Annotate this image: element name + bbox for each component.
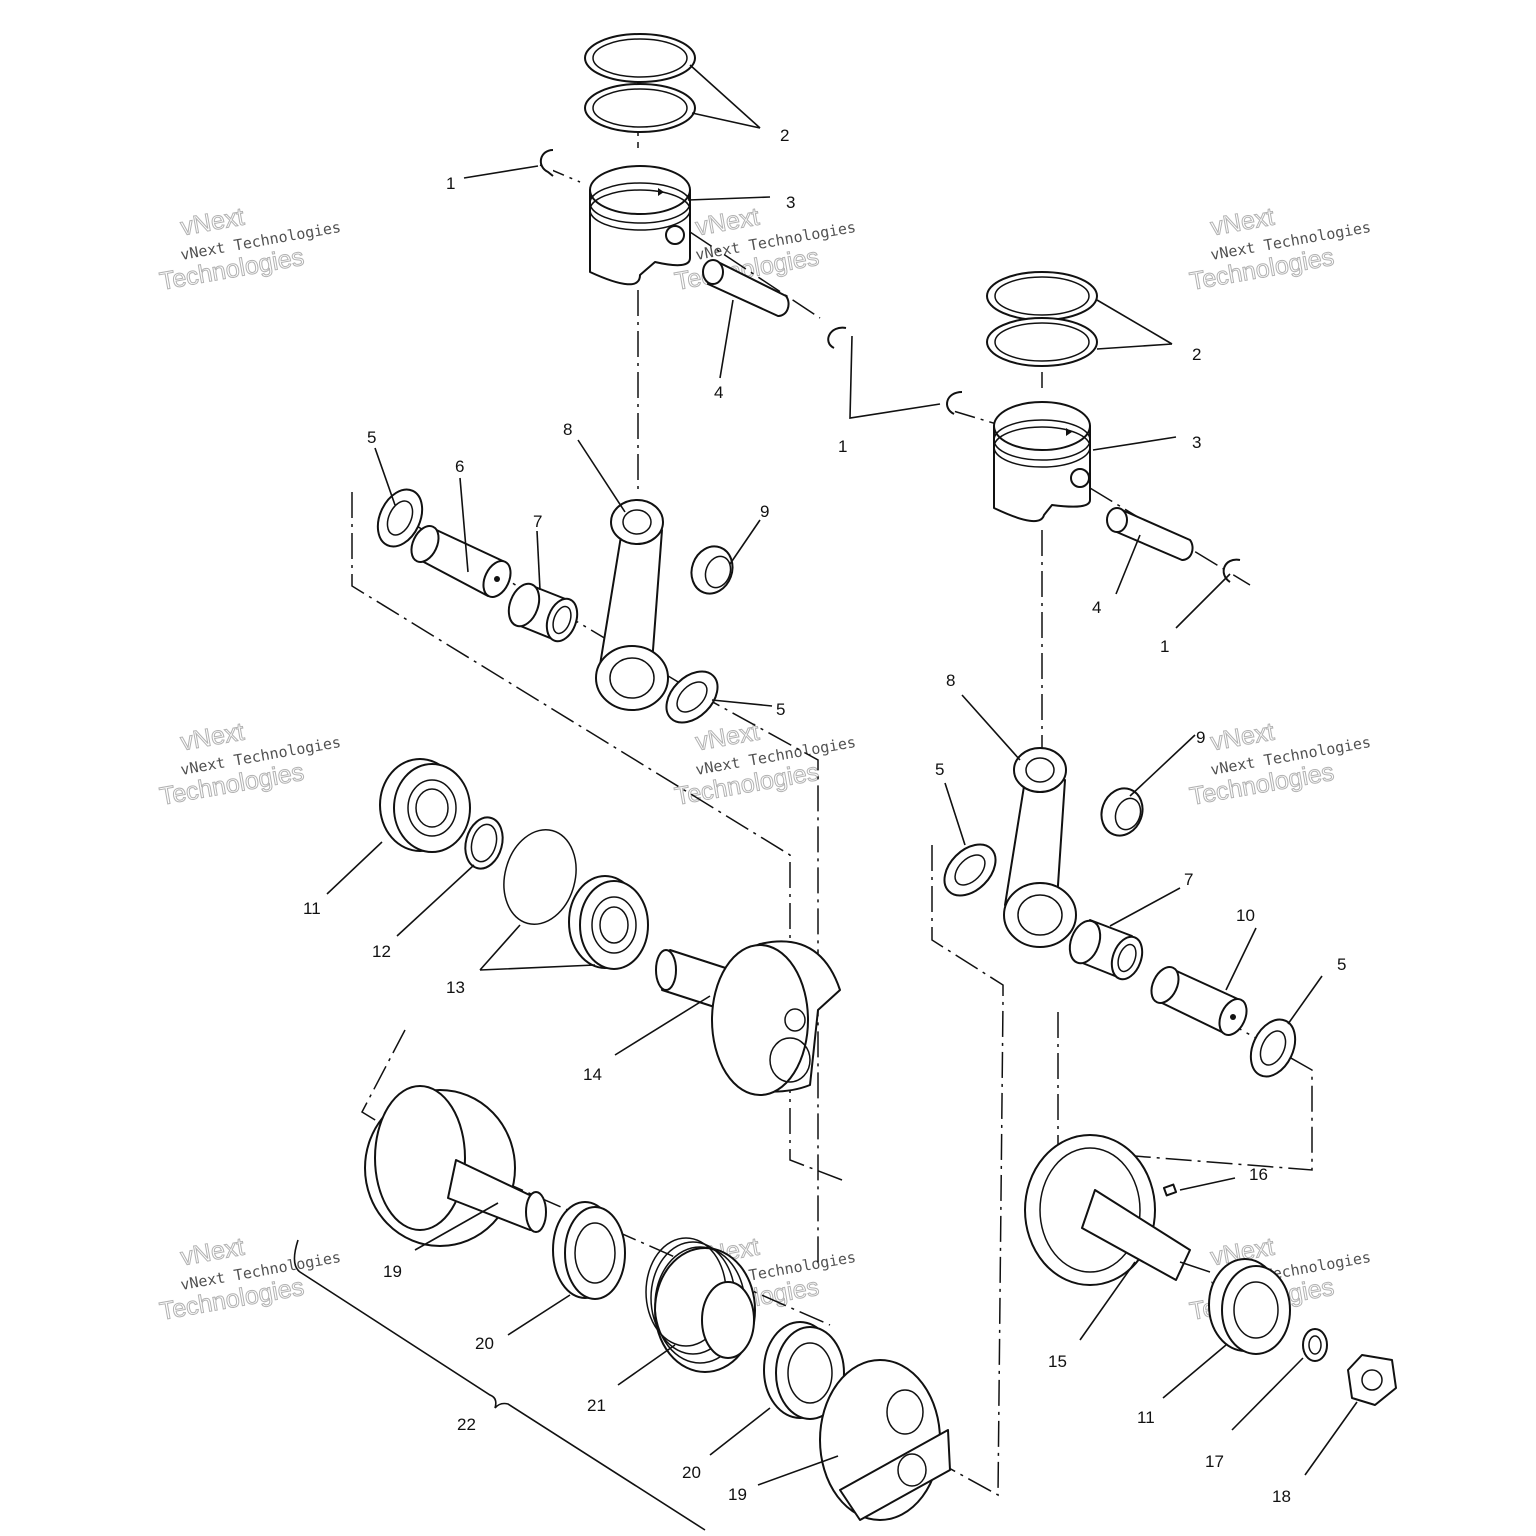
callout-8: 8 [946,671,955,690]
piston-left [589,165,691,286]
callout-7: 7 [533,512,542,531]
piston-ring-set-right [986,271,1098,367]
callout-labels: 1 2 3 4 5 6 7 8 9 5 2 1 3 4 1 8 9 5 7 10… [303,126,1346,1506]
callout-1: 1 [838,437,847,456]
labyrinth-seal [645,1237,756,1373]
callout-17: 17 [1205,1452,1224,1471]
crank-bearing-right [1208,1258,1291,1355]
callout-9: 9 [1196,728,1205,747]
callout-4: 4 [714,383,723,402]
callout-5: 5 [935,760,944,779]
callout-1: 1 [446,174,455,193]
callout-20: 20 [475,1334,494,1353]
crank-wheel-right [819,1359,951,1521]
piston-right [993,401,1091,523]
callout-6: 6 [455,457,464,476]
snap-ring-left [503,829,577,925]
callout-3: 3 [1192,433,1201,452]
callout-11: 11 [1137,1408,1155,1427]
piston-ring-set-left [584,33,696,133]
callout-15: 15 [1048,1352,1067,1371]
callout-18: 18 [1272,1487,1291,1506]
thrust-washer-right-lower [1249,1018,1297,1078]
thrust-washer-right-upper [943,843,997,897]
crank-pin-left [410,525,512,598]
alignment-lines [351,60,1313,1497]
piston-pin-right [1106,507,1194,561]
callout-5: 5 [776,700,785,719]
crank-nut [1347,1354,1397,1406]
crank-pin-right [1150,966,1248,1036]
main-bearing-center-left [568,875,649,970]
callout-5: 5 [1337,955,1346,974]
callout-16: 16 [1249,1165,1268,1184]
callout-20: 20 [682,1463,701,1482]
callout-2: 2 [1192,345,1201,364]
crank-wheel-left [364,1085,547,1247]
leader-lines [326,64,1358,1486]
callout-10: 10 [1236,906,1255,925]
callout-11: 11 [303,899,321,918]
crankshaft-half-left [655,940,841,1096]
crankshaft-half-right [1024,1134,1211,1286]
lock-washer [1302,1328,1328,1362]
callout-12: 12 [372,942,391,961]
callout-19: 19 [383,1262,402,1281]
callout-14: 14 [583,1065,602,1084]
watermark: vNext vNext Technologies Technologies [157,1232,342,1326]
piston-pin-clip-left-2 [827,326,847,349]
callout-7: 7 [1184,870,1193,889]
callout-8: 8 [563,420,572,439]
seal-washer-left [464,816,504,870]
callout-22: 22 [457,1415,476,1434]
piston-pin-left [702,259,790,317]
crank-bearing-upper [552,1201,626,1300]
watermark: vNext vNext Technologies Technologies [1187,717,1372,811]
needle-bearing-right [1068,919,1144,981]
thrust-washer-left-upper [376,488,424,548]
needle-bearing-left [507,582,579,643]
watermark: vNext vNext Technologies Technologies [157,202,342,296]
callout-9: 9 [760,502,769,521]
callout-1: 1 [1160,637,1169,656]
connecting-rod-left [595,499,669,711]
small-end-bearing-right [1100,787,1144,837]
crank-bearing-lower [763,1321,845,1420]
callout-5: 5 [367,428,376,447]
callout-3: 3 [786,193,795,212]
callout-21: 21 [587,1396,606,1415]
watermark: vNext vNext Technologies Technologies [1187,202,1372,296]
callout-19: 19 [728,1485,747,1504]
callout-2: 2 [780,126,789,145]
bracket-22 [293,1239,706,1531]
piston-pin-clip-left [539,149,554,177]
callout-13: 13 [446,978,465,997]
small-end-bearing-left [690,545,734,595]
piston-pin-clip-right [946,391,963,415]
thrust-washer-left-lower [665,670,719,724]
connecting-rod-right [1003,747,1077,948]
main-bearing-left [379,758,471,853]
watermark: vNext vNext Technologies Technologies [157,717,342,811]
callout-4: 4 [1092,598,1101,617]
